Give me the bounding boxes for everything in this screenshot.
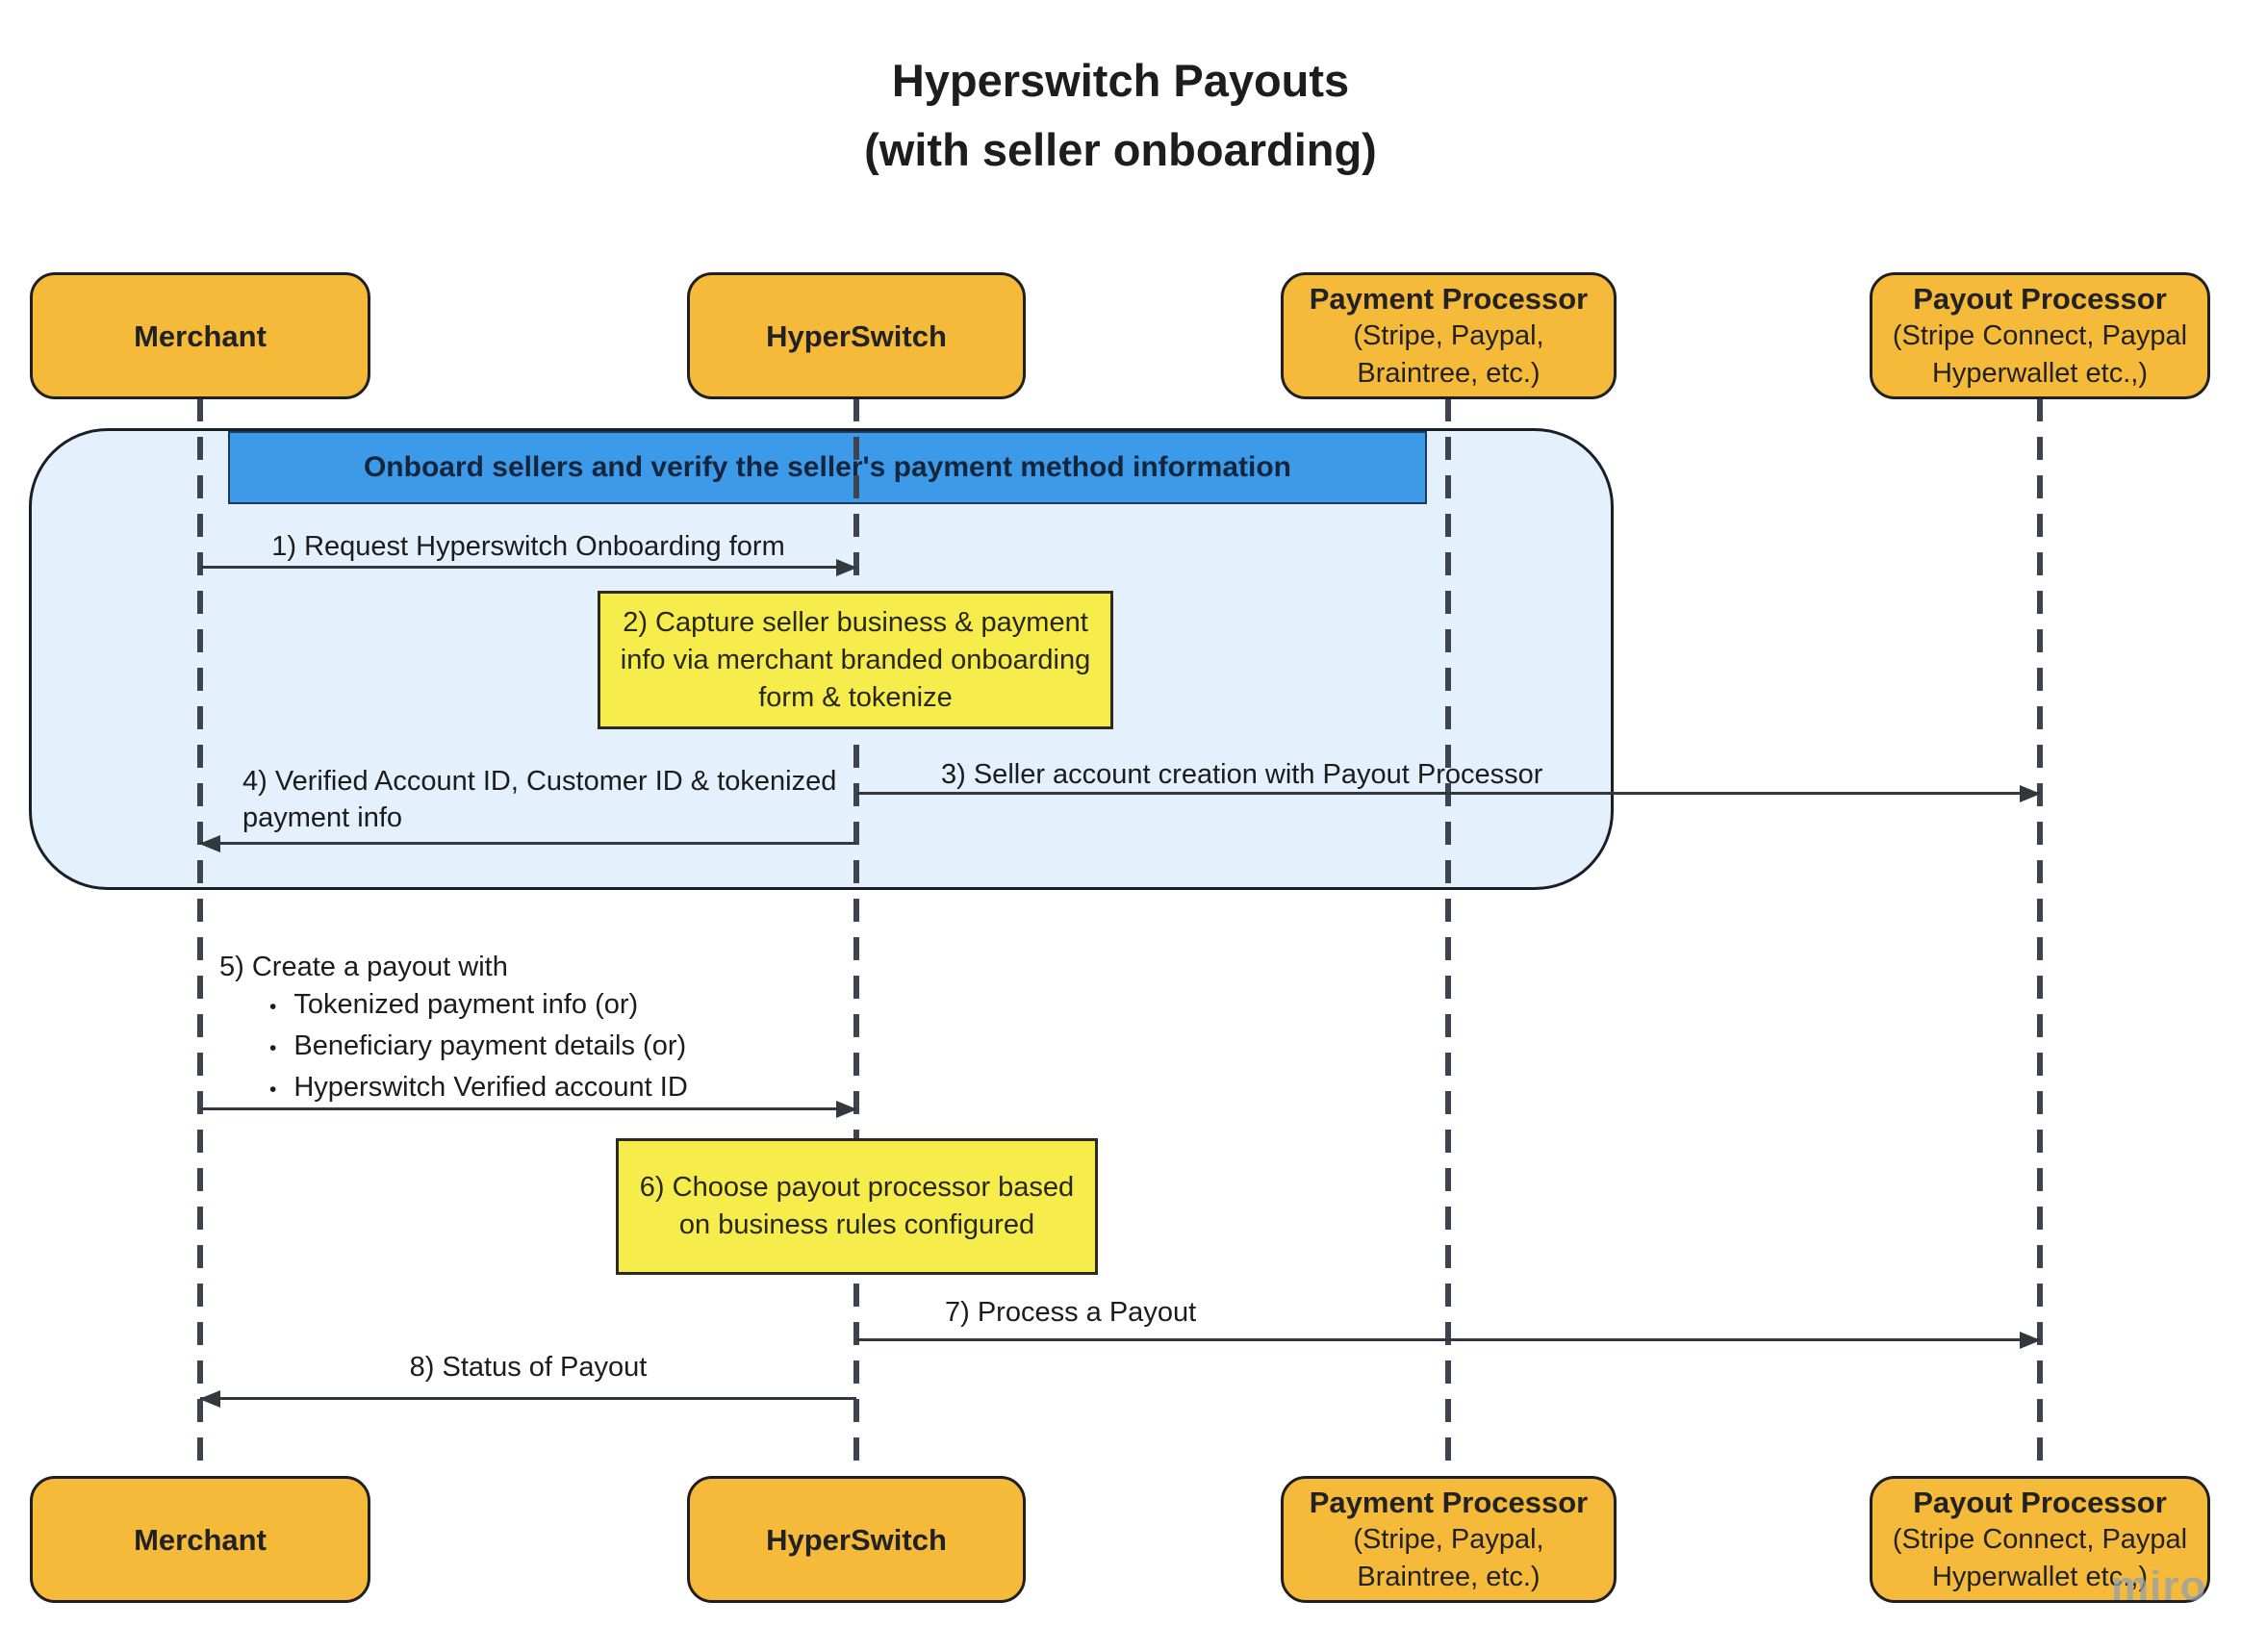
lifeline-payout-processor bbox=[2037, 398, 2043, 1478]
message-3-label: 3) Seller account creation with Payout P… bbox=[941, 759, 1543, 790]
message-1-label: 1) Request Hyperswitch Onboarding form bbox=[271, 531, 785, 562]
actor-hyperswitch-label: HyperSwitch bbox=[766, 1522, 947, 1557]
message-5-label: 5) Create a payout with • Tokenized paym… bbox=[219, 949, 893, 1109]
arrowhead-right-icon bbox=[2020, 1331, 2041, 1349]
bullet-icon: • bbox=[269, 1037, 277, 1059]
actor-merchant-label: Merchant bbox=[134, 1522, 267, 1557]
message-5-bullet-2-text: Beneficiary payment details (or) bbox=[293, 1030, 687, 1061]
actor-payout-processor-bottom[interactable]: Payout Processor (Stripe Connect, Paypal… bbox=[1870, 1476, 2210, 1603]
bullet-icon: • bbox=[269, 1079, 277, 1101]
actor-payout-processor-sub2: Hyperwallet etc.,) bbox=[1931, 1561, 2148, 1592]
actor-payment-processor-sub1: (Stripe, Paypal, bbox=[1353, 1523, 1544, 1555]
lifeline-merchant bbox=[197, 398, 203, 1478]
message-5-bullet-3-text: Hyperswitch Verified account ID bbox=[293, 1072, 688, 1103]
message-3-arrow-shaft bbox=[856, 792, 2040, 795]
bullet-icon: • bbox=[269, 996, 277, 1018]
lifeline-payment-processor bbox=[1445, 398, 1451, 1478]
message-5-title: 5) Create a payout with bbox=[219, 952, 508, 982]
actor-payment-processor-sub2: Braintree, etc.) bbox=[1357, 357, 1541, 389]
note-6-text: 6) Choose payout processor based on busi… bbox=[639, 1172, 1075, 1240]
message-8-arrow[interactable] bbox=[199, 1389, 856, 1408]
arrowhead-right-icon bbox=[2020, 784, 2041, 802]
actor-merchant-bottom[interactable]: Merchant bbox=[30, 1476, 370, 1603]
message-3-arrow[interactable] bbox=[856, 784, 2041, 802]
actor-payout-processor-sub1: (Stripe Connect, Paypal bbox=[1892, 319, 2188, 351]
actor-payment-processor-sub2: Braintree, etc.) bbox=[1357, 1561, 1541, 1592]
actor-payout-processor-top[interactable]: Payout Processor (Stripe Connect, Paypal… bbox=[1870, 272, 2210, 399]
arrowhead-right-icon bbox=[836, 558, 857, 576]
message-7-label: 7) Process a Payout bbox=[945, 1297, 1197, 1328]
arrowhead-right-icon bbox=[836, 1100, 857, 1118]
diagram-title-line2: (with seller onboarding) bbox=[864, 124, 1377, 175]
actor-merchant-label: Merchant bbox=[134, 318, 267, 353]
actor-payout-processor-label: Payout Processor bbox=[1913, 1485, 2167, 1519]
miro-watermark: miro bbox=[2111, 1563, 2207, 1610]
diagram-title-line1: Hyperswitch Payouts bbox=[891, 55, 1350, 106]
message-5-bullet-1: • Tokenized payment info (or) bbox=[269, 985, 893, 1027]
onboarding-group-header[interactable]: Onboard sellers and verify the seller's … bbox=[228, 431, 1427, 504]
actor-payment-processor-label: Payment Processor bbox=[1309, 281, 1589, 316]
message-7-arrow[interactable] bbox=[856, 1331, 2041, 1349]
message-4-label: 4) Verified Account ID, Customer ID & to… bbox=[242, 766, 837, 833]
actor-payout-processor-label: Payout Processor bbox=[1913, 281, 2167, 316]
actor-payout-processor-sub1: (Stripe Connect, Paypal bbox=[1892, 1523, 2188, 1555]
message-4-arrow-shaft bbox=[200, 842, 856, 845]
arrowhead-left-icon bbox=[199, 1389, 220, 1408]
actor-payout-processor-sub2: Hyperwallet etc.,) bbox=[1931, 357, 2148, 389]
actor-hyperswitch-top[interactable]: HyperSwitch bbox=[687, 272, 1026, 399]
onboarding-group-header-label: Onboard sellers and verify the seller's … bbox=[363, 451, 1292, 483]
message-8-label: 8) Status of Payout bbox=[409, 1352, 648, 1383]
arrowhead-left-icon bbox=[199, 834, 220, 852]
message-5-arrow[interactable] bbox=[200, 1100, 857, 1118]
message-5-bullet-2: • Beneficiary payment details (or) bbox=[269, 1027, 893, 1068]
message-5-bullet-1-text: Tokenized payment info (or) bbox=[293, 989, 639, 1020]
message-1-arrow-shaft bbox=[200, 566, 856, 569]
actor-payment-processor-label: Payment Processor bbox=[1309, 1485, 1589, 1519]
note-2-text: 2) Capture seller business & payment inf… bbox=[620, 606, 1091, 713]
note-6[interactable]: 6) Choose payout processor based on busi… bbox=[616, 1138, 1098, 1275]
lifeline-hyperswitch bbox=[853, 398, 859, 1478]
actor-merchant-top[interactable]: Merchant bbox=[30, 272, 370, 399]
message-1-arrow[interactable] bbox=[200, 558, 857, 576]
message-5-arrow-shaft bbox=[200, 1107, 856, 1110]
message-5-bullet-3: • Hyperswitch Verified account ID bbox=[269, 1068, 893, 1109]
actor-hyperswitch-bottom[interactable]: HyperSwitch bbox=[687, 1476, 1026, 1603]
message-8-arrow-shaft bbox=[200, 1397, 856, 1400]
diagram-title: Hyperswitch Payouts (with seller onboard… bbox=[0, 46, 2241, 185]
actor-hyperswitch-label: HyperSwitch bbox=[766, 318, 947, 353]
actor-payment-processor-bottom[interactable]: Payment Processor (Stripe, Paypal, Brain… bbox=[1281, 1476, 1617, 1603]
actor-payment-processor-top[interactable]: Payment Processor (Stripe, Paypal, Brain… bbox=[1281, 272, 1617, 399]
message-4-arrow[interactable] bbox=[199, 834, 856, 852]
message-7-arrow-shaft bbox=[856, 1338, 2040, 1341]
actor-payment-processor-sub1: (Stripe, Paypal, bbox=[1353, 319, 1544, 351]
note-2[interactable]: 2) Capture seller business & payment inf… bbox=[598, 591, 1113, 729]
